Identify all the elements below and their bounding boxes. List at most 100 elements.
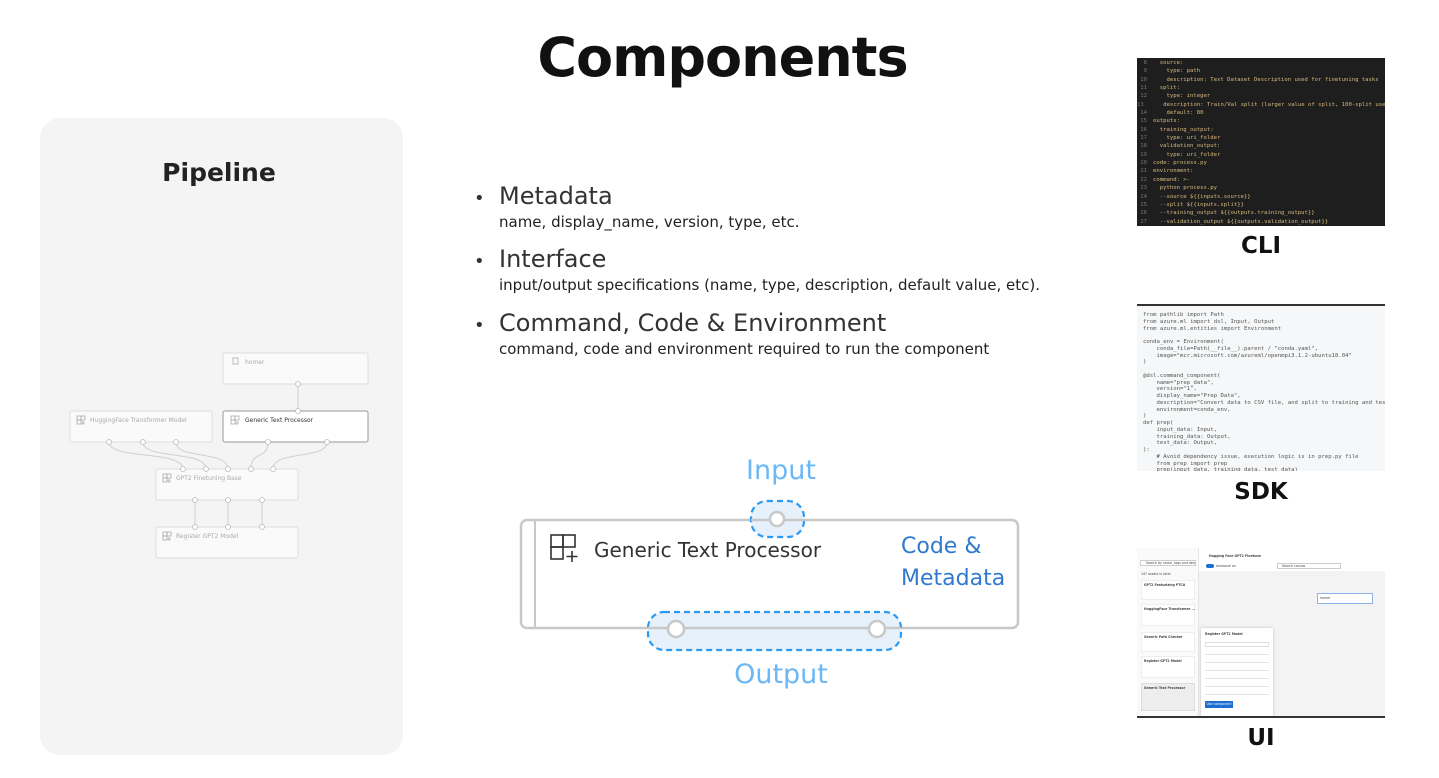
- assets-count: 147 assets in total: [1141, 572, 1171, 576]
- code-text: --source ${{inputs.source}}: [1153, 193, 1251, 200]
- output-port[interactable]: [867, 619, 887, 639]
- component-node[interactable]: Generic Text Processor: [519, 518, 1020, 630]
- code-line: 17 type: uri_folder: [1137, 134, 1385, 142]
- line-number: 21: [1140, 168, 1147, 175]
- asset-card[interactable]: Register GPT2 Model: [1141, 656, 1195, 678]
- code-line: 16 training_output:: [1137, 126, 1385, 134]
- bullet-heading: Interface: [499, 245, 607, 273]
- pipeline-node-gpt2-finetuning[interactable]: GPT2 Finetuning Base: [155, 468, 299, 501]
- slide-title: Components: [537, 26, 908, 89]
- code-line: 26 --training_output ${{outputs.training…: [1137, 209, 1385, 217]
- line-number: 19: [1140, 151, 1147, 158]
- code-line: from prep import prep: [1143, 460, 1228, 467]
- pipeline-node-huggingface[interactable]: HuggingFace Transformer Model: [69, 410, 213, 443]
- line-number: 20: [1140, 160, 1147, 167]
- line-number: 14: [1140, 110, 1147, 117]
- line-number: 18: [1140, 143, 1147, 150]
- ui-label: UI: [1247, 725, 1275, 751]
- bullet-sub: command, code and environment required t…: [499, 340, 990, 358]
- asset-sidebar: Search by name, tags and description 147…: [1137, 548, 1199, 716]
- code-line: from azure.ml import dsl, Input, Output: [1143, 318, 1275, 325]
- code-line: test_data: Output,: [1143, 440, 1218, 447]
- use-component-button[interactable]: Use component: [1205, 701, 1233, 708]
- code-text: description: Text Dataset Description us…: [1153, 76, 1379, 83]
- code-line: 10 description: Text Dataset Description…: [1137, 76, 1385, 84]
- code-line: 25 --split ${{inputs.split}}: [1137, 201, 1385, 209]
- code-line: @dsl.command_component(: [1143, 372, 1221, 379]
- code-text: type: uri_folder: [1153, 135, 1221, 142]
- asset-search[interactable]: Search by name, tags and description: [1140, 560, 1196, 566]
- line-number: 24: [1140, 193, 1147, 200]
- canvas-node[interactable]: homer: [1317, 593, 1373, 604]
- asset-card[interactable]: HuggingFace Transformer ...: [1141, 604, 1195, 626]
- code-text: source:: [1153, 60, 1184, 66]
- canvas-search[interactable]: Search canvas: [1277, 563, 1341, 569]
- input-label: Input: [746, 455, 816, 486]
- popup-title: Register GPT2 Model: [1205, 632, 1243, 636]
- code-text: training_output:: [1153, 126, 1214, 133]
- bullet-heading: Metadata: [499, 182, 613, 210]
- pipeline-node-homer[interactable]: homer: [222, 352, 369, 385]
- code-text: validation_output:: [1153, 143, 1221, 150]
- component-name: Generic Text Processor: [594, 538, 822, 562]
- code-line: 23 python process.py: [1137, 184, 1385, 192]
- code-line: [1143, 366, 1385, 373]
- bullet-sub: name, display_name, version, type, etc.: [499, 213, 800, 231]
- code-text: type: integer: [1153, 93, 1211, 100]
- autosave-label: Autosave on: [1216, 564, 1236, 568]
- autosave-toggle[interactable]: [1206, 564, 1214, 568]
- node-label: GPT2 Finetuning Base: [176, 475, 242, 482]
- line-number: 16: [1140, 126, 1147, 133]
- pipeline-node-generic-text-processor[interactable]: Generic Text Processor: [222, 410, 369, 443]
- node-label: Generic Text Processor: [245, 417, 314, 424]
- code-text: description: Train/Val split (larger val…: [1163, 101, 1385, 108]
- pipeline-node-register-gpt2[interactable]: Register GPT2 Model: [155, 526, 299, 559]
- pipeline-header: Hugging Face GPT2 Finetune: [1209, 554, 1261, 558]
- node-label: HuggingFace Transformer Model: [90, 417, 187, 424]
- bullet-heading: Command, Code & Environment: [499, 309, 887, 337]
- bullet-sub: input/output specifications (name, type,…: [499, 276, 1041, 294]
- code-line: from azure.ml.entities import Environmen…: [1143, 325, 1282, 332]
- asset-card[interactable]: Generic Path Checker: [1141, 632, 1195, 652]
- code-text: --split ${{inputs.split}}: [1153, 201, 1244, 208]
- code-line: display_name="Prep Data",: [1143, 393, 1241, 399]
- output-port-highlight: [646, 610, 903, 652]
- line-number: 8: [1143, 60, 1147, 66]
- code-line: 27 --validation_output ${{outputs.valida…: [1137, 218, 1385, 226]
- pipeline-title: Pipeline: [162, 158, 276, 187]
- ui-designer-screenshot: Search by name, tags and description 147…: [1137, 548, 1385, 718]
- code-text: environment:: [1153, 168, 1194, 175]
- cli-label: CLI: [1240, 233, 1282, 259]
- line-number: 27: [1140, 218, 1147, 225]
- line-number: 17: [1140, 135, 1147, 142]
- line-number: 11: [1140, 85, 1147, 92]
- code-line: 9 type: path: [1137, 67, 1385, 75]
- code-line: environment=conda_env,: [1143, 406, 1231, 413]
- code-line: input_data: Input,: [1143, 426, 1218, 433]
- component-popup: Register GPT2 Model Use component: [1201, 628, 1273, 716]
- asset-card[interactable]: Generic Text Processor: [1141, 683, 1195, 711]
- code-text: python process.py: [1153, 185, 1217, 192]
- node-label: Register GPT2 Model: [176, 533, 239, 540]
- output-port[interactable]: [666, 619, 686, 639]
- code-line: def prep(: [1143, 420, 1174, 426]
- ports: [106, 381, 330, 530]
- code-line: 19 type: uri_folder: [1137, 151, 1385, 159]
- code-line: 12 type: integer: [1137, 92, 1385, 100]
- input-port[interactable]: [768, 510, 786, 528]
- asset-card[interactable]: GPT2 Featurizing PTCA: [1141, 580, 1195, 600]
- code-line: ): [1143, 413, 1147, 420]
- line-number: 23: [1140, 185, 1147, 192]
- code-text: outputs:: [1153, 118, 1180, 125]
- code-line: training_data: Output,: [1143, 433, 1231, 440]
- line-number: 9: [1143, 68, 1147, 75]
- module-icon: [550, 534, 578, 562]
- code-text: command: >-: [1153, 176, 1191, 183]
- code-text: type: path: [1153, 68, 1201, 75]
